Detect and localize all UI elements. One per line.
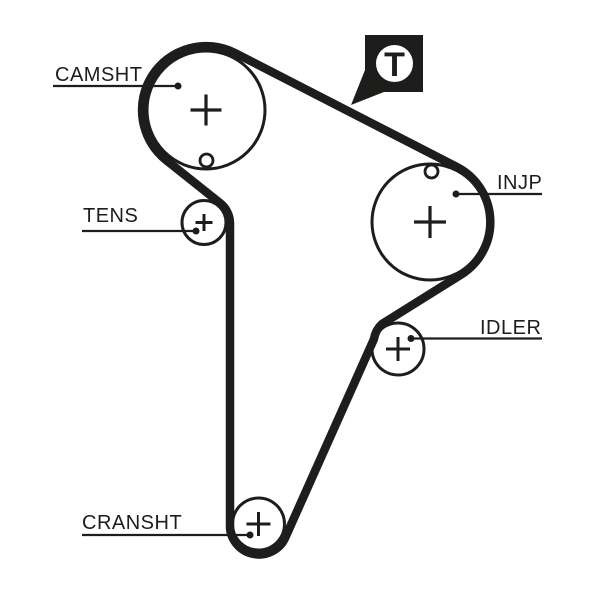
timing-mark-icon: T bbox=[351, 35, 423, 105]
cransht-leader-dot bbox=[246, 531, 254, 539]
tens-center-cross-icon bbox=[195, 214, 213, 231]
idler-leader-dot bbox=[407, 335, 415, 342]
camsht-center-cross-icon bbox=[190, 94, 222, 126]
tens-callout: TENS bbox=[82, 205, 200, 235]
camsht-timing-hole-icon bbox=[198, 152, 215, 169]
camsht-callout: CAMSHT bbox=[53, 64, 182, 90]
injp-label: INJP bbox=[497, 172, 542, 194]
idler-center-cross-icon bbox=[386, 337, 410, 361]
cransht-label: CRANSHT bbox=[82, 512, 182, 534]
timing-belt bbox=[137, 41, 495, 559]
injp-center-cross-icon bbox=[414, 206, 446, 238]
cransht-callout: CRANSHT bbox=[82, 512, 254, 539]
injp-timing-hole-icon bbox=[423, 163, 440, 180]
camsht-label: CAMSHT bbox=[55, 64, 142, 86]
camsht-pulley bbox=[145, 49, 267, 171]
cransht-center-cross-icon bbox=[246, 512, 271, 536]
idler-label: IDLER bbox=[480, 317, 541, 339]
tens-label: TENS bbox=[83, 205, 138, 227]
timing-mark-circle bbox=[376, 45, 413, 82]
tens-leader-dot bbox=[192, 227, 200, 235]
idler-callout: IDLER bbox=[407, 317, 542, 342]
injp-leader-dot bbox=[452, 190, 460, 198]
injp-callout: INJP bbox=[452, 172, 542, 198]
tens-pulley bbox=[180, 199, 228, 246]
camsht-leader-dot bbox=[174, 82, 182, 90]
timing-mark-letter: T bbox=[384, 46, 405, 84]
